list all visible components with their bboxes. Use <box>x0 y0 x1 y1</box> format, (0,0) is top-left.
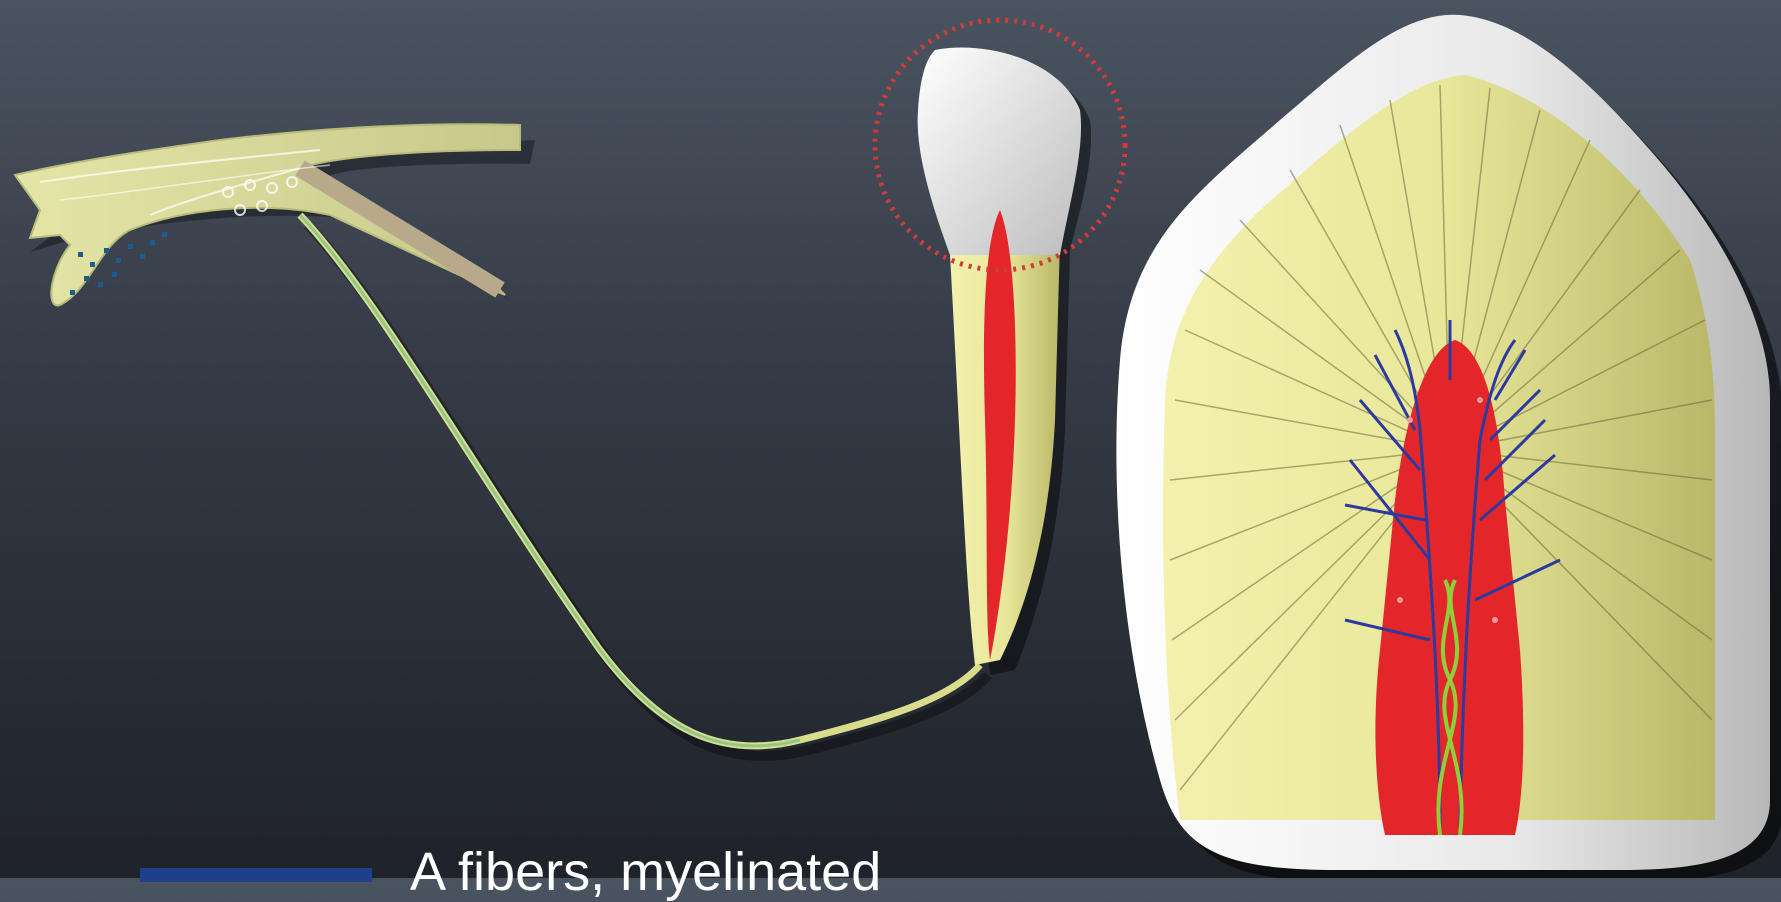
legend-label-a-fibers: A fibers, myelinated <box>410 845 881 899</box>
legend-swatch-a-fibers <box>140 868 372 882</box>
dental-nerve-diagram <box>0 0 1781 878</box>
ganglion-illustration <box>15 124 988 756</box>
crown-cross-section <box>1116 15 1781 878</box>
tooth-illustration <box>875 20 1125 675</box>
